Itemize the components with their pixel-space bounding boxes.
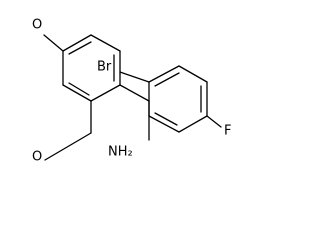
bond xyxy=(148,115,180,133)
bond xyxy=(154,72,180,87)
bond xyxy=(148,65,180,83)
bond xyxy=(154,112,178,126)
bond xyxy=(44,132,92,161)
bond xyxy=(68,82,90,96)
fluorine-label: F xyxy=(224,124,231,139)
methoxy-bottom-oxygen-label: O xyxy=(32,150,42,165)
bond xyxy=(178,65,208,83)
bond xyxy=(178,115,208,133)
right-ring xyxy=(148,65,208,133)
structure-diagram: O O Br F NH₂ xyxy=(32,18,231,165)
bond xyxy=(90,84,121,102)
bond xyxy=(90,34,121,52)
bond xyxy=(43,34,64,52)
bond xyxy=(62,84,92,102)
bond xyxy=(119,71,150,83)
bond xyxy=(206,115,222,128)
left-ring xyxy=(43,34,121,102)
bromine-label: Br xyxy=(97,60,112,75)
methoxy-top-oxygen-label: O xyxy=(32,18,42,33)
amine-label: NH₂ xyxy=(108,145,133,160)
bond xyxy=(62,34,92,52)
bond xyxy=(119,84,150,102)
bond xyxy=(68,41,92,55)
